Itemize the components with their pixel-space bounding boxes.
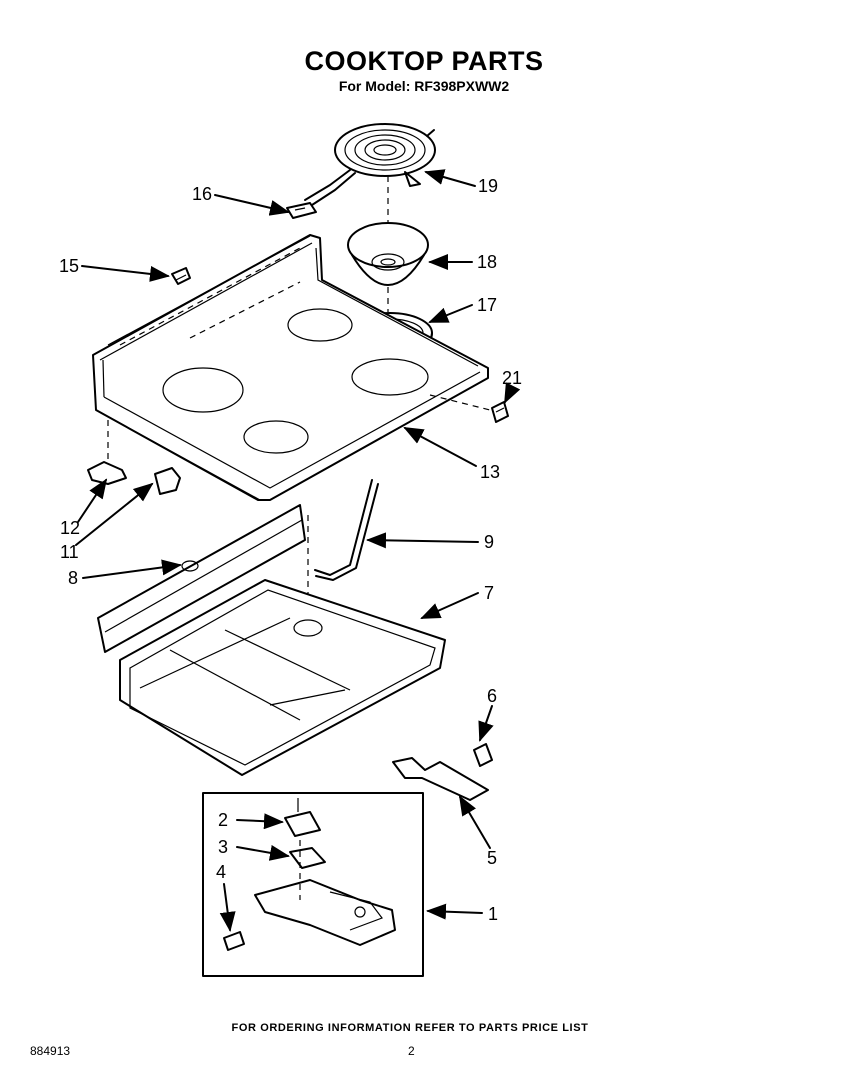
document-number: 884913 — [30, 1044, 71, 1058]
callout-17: 17 — [477, 295, 497, 315]
cooktop-main-top — [92, 234, 491, 501]
page-number: 2 — [408, 1044, 415, 1058]
callout-1: 1 — [488, 904, 498, 924]
callout-8: 8 — [68, 568, 78, 588]
ordering-note: FOR ORDERING INFORMATION REFER TO PARTS … — [231, 1022, 589, 1034]
leader-lines — [75, 169, 521, 932]
callout-21: 21 — [502, 368, 522, 388]
model-line: For Model: RF398PXWW2 — [338, 78, 510, 94]
switch-assembly-inset — [202, 792, 424, 977]
callout-3: 3 — [218, 837, 228, 857]
callout-15: 15 — [59, 256, 79, 276]
callout-19: 19 — [478, 176, 498, 196]
surface-element-part — [304, 123, 436, 206]
spacer-part-11 — [154, 467, 181, 495]
callout-6: 6 — [487, 686, 497, 706]
callout-16: 16 — [192, 184, 212, 204]
burner-box-part-7 — [119, 579, 446, 776]
clip-part-21 — [491, 401, 509, 423]
callout-5: 5 — [487, 848, 497, 868]
callout-13: 13 — [480, 462, 500, 482]
clip-part-6 — [473, 743, 493, 767]
bracket-part-5 — [392, 757, 489, 801]
rod-part-9 — [314, 479, 379, 581]
clip-part-15 — [171, 267, 191, 285]
callout-9: 9 — [484, 532, 494, 552]
callout-7: 7 — [484, 583, 494, 603]
terminal-block-part — [286, 202, 317, 219]
hinge-part-12 — [87, 420, 127, 485]
callout-11: 11 — [60, 542, 79, 562]
callout-12: 12 — [60, 518, 80, 538]
drip-bowl-part — [347, 222, 429, 286]
callout-18: 18 — [477, 252, 497, 272]
page-title: COOKTOP PARTS — [304, 46, 544, 76]
callout-2: 2 — [218, 810, 228, 830]
callout-4: 4 — [216, 862, 226, 882]
